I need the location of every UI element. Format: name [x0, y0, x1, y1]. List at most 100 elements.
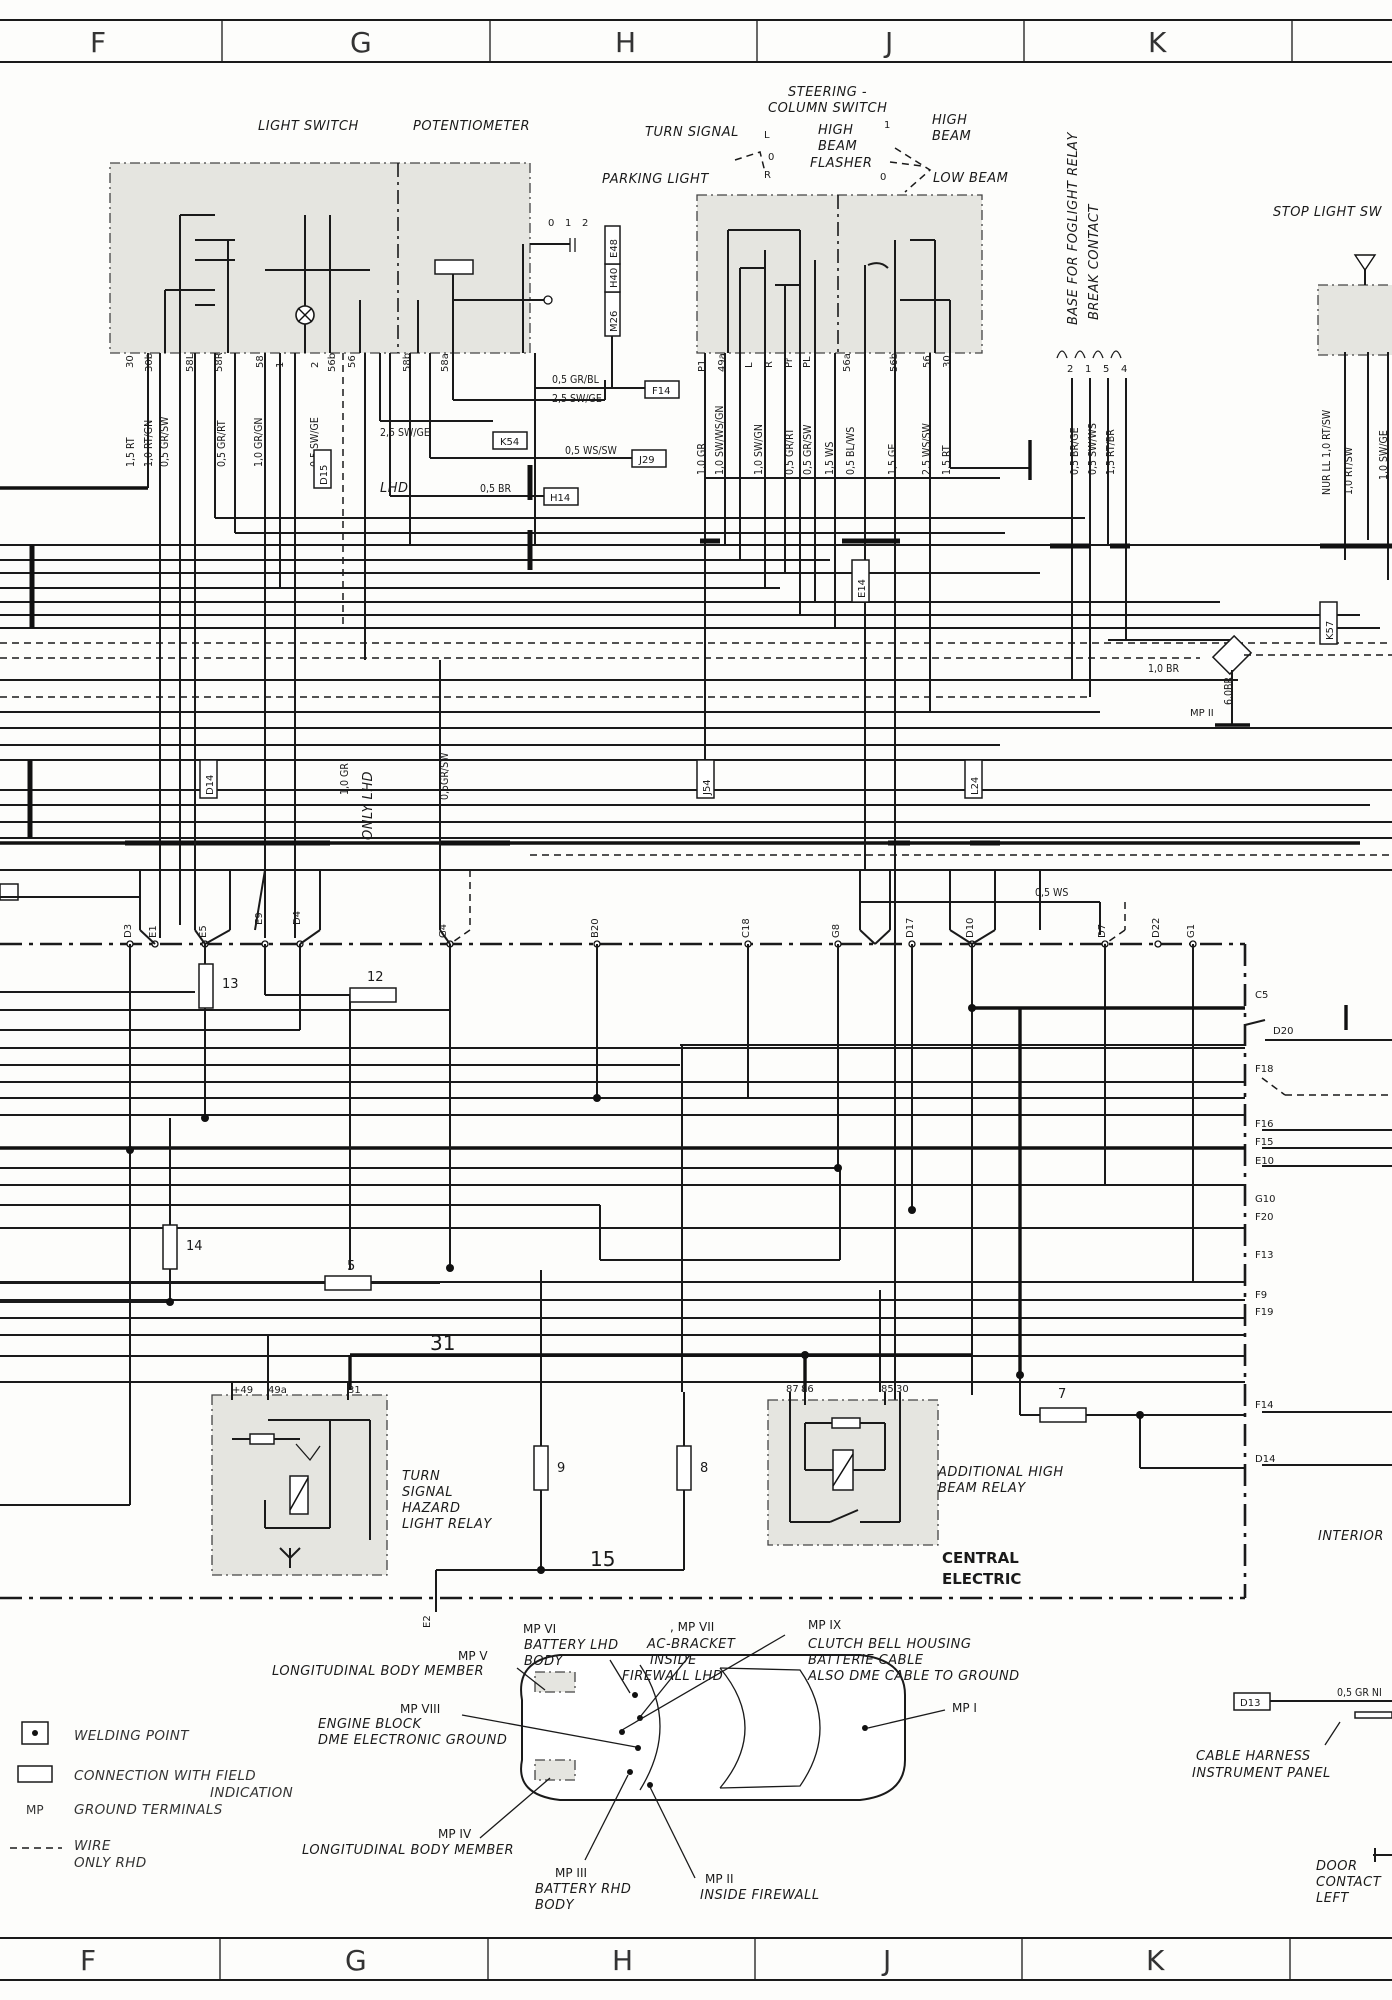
bus-15-label: 15 [590, 1547, 615, 1571]
col-g-bottom: G [345, 1944, 367, 1977]
svg-text:1,0 SW/WS/GN: 1,0 SW/WS/GN [714, 406, 726, 475]
svg-text:2: 2 [582, 218, 588, 229]
ce-right-pins: C5 D20 F18 F16 F15 E10 G10 F20 F13 F9 F1… [1255, 990, 1293, 1465]
h40-label: H40 [609, 268, 620, 288]
turn-signal-hazard-relay [211, 1335, 388, 1576]
interior-label: INTERIOR [1318, 1529, 1384, 1544]
svg-text:LEFT: LEFT [1316, 1891, 1349, 1906]
harness-top [0, 486, 1392, 900]
fuses: 13 12 14 5 9 8 7 [162, 963, 1087, 1491]
central-electric-label: CENTRAL ELECTRIC [942, 1549, 1021, 1588]
svg-text:4: 4 [1121, 364, 1127, 375]
svg-text:, MP VII: , MP VII [670, 1620, 714, 1634]
break-contact-label: BREAK CONTACT [1087, 204, 1102, 320]
svg-text:85: 85 [881, 1384, 894, 1395]
svg-text:0,5 WS/SW: 0,5 WS/SW [565, 445, 618, 457]
fuse-wires [0, 1269, 1392, 1612]
svg-text:F13: F13 [1255, 1250, 1273, 1261]
legend-wire: WIRE [74, 1838, 111, 1854]
svg-text:0,5 GR/SW: 0,5 GR/SW [159, 416, 171, 467]
svg-text:1,0 GR: 1,0 GR [696, 443, 708, 475]
ce-vertical-wires [169, 944, 1392, 1395]
svg-text:D13: D13 [1240, 1698, 1260, 1709]
svg-text:6,0BR: 6,0BR [1223, 677, 1235, 705]
svg-text:56: 56 [347, 355, 358, 368]
svg-text:58L: 58L [185, 353, 196, 372]
svg-text:G1: G1 [1186, 924, 1197, 938]
svg-text:C5: C5 [1255, 990, 1268, 1001]
flasher-label-1: HIGH [818, 123, 853, 138]
svg-text:H14: H14 [550, 493, 570, 504]
svg-text:ELECTRIC: ELECTRIC [942, 1570, 1021, 1588]
svg-text:BATTERIE CABLE: BATTERIE CABLE [808, 1653, 924, 1668]
relay1-pins: +49 49a 31 [232, 1385, 361, 1396]
svg-text:ADDITIONAL HIGH: ADDITIONAL HIGH [937, 1465, 1064, 1480]
svg-text:1,0 GR: 1,0 GR [339, 763, 351, 795]
svg-text:2,5 SW/GE: 2,5 SW/GE [380, 427, 430, 439]
ls-field-connectors: F14 K54 J29 H14 D15 [313, 380, 680, 506]
svg-text:D20: D20 [1273, 1026, 1293, 1037]
e2-label: E2 [422, 1615, 433, 1628]
flasher-label-2: BEAM [818, 139, 857, 154]
svg-text:5: 5 [1103, 364, 1109, 375]
relay2-label: ADDITIONAL HIGH BEAM RELAY [937, 1465, 1064, 1496]
svg-text:D22: D22 [1151, 918, 1162, 938]
svg-text:LONGITUDINAL BODY MEMBER: LONGITUDINAL BODY MEMBER [302, 1843, 514, 1858]
stop-wire-labels: NUR LL 1,0 RT/SW 1,0 RT/SW 1,0 SW/GE [1321, 409, 1390, 495]
svg-text:F14: F14 [1255, 1400, 1273, 1411]
mid-wire-labels: 1,0 GR ONLY LHD 0,5GR/SW 1,0 BR 6,0BR 0,… [339, 663, 1235, 899]
svg-text:E1: E1 [148, 925, 159, 938]
svg-text:D4: D4 [292, 911, 303, 925]
svg-text:BATTERY LHD: BATTERY LHD [524, 1638, 619, 1653]
door-contact-left: DOOR CONTACT LEFT [1316, 1848, 1392, 1906]
col-k-top: K [1148, 26, 1167, 59]
svg-text:56: 56 [922, 355, 933, 368]
column-headers-top: F G H J K [90, 26, 1167, 59]
svg-text:LONGITUDINAL BODY MEMBER: LONGITUDINAL BODY MEMBER [272, 1664, 484, 1679]
central-electric-box [0, 942, 1247, 1600]
svg-text:MP III: MP III [555, 1866, 587, 1880]
svg-text:14: 14 [186, 1239, 203, 1254]
fuse-12 [349, 987, 397, 1003]
fuse-5 [324, 1275, 372, 1291]
svg-text:0,5 GR NI: 0,5 GR NI [1337, 1687, 1382, 1699]
svg-text:58R: 58R [214, 352, 225, 372]
svg-text:CONTACT: CONTACT [1316, 1875, 1382, 1890]
fuse-9 [533, 1445, 549, 1491]
svg-text:0,5 BR: 0,5 BR [480, 483, 511, 495]
col-j-top: J [883, 26, 893, 59]
svg-text:LIGHT RELAY: LIGHT RELAY [402, 1517, 492, 1532]
svg-text:AC-BRACKET: AC-BRACKET [646, 1637, 736, 1652]
foglight-relay-base: 2 1 5 4 [1056, 350, 1127, 375]
turn-signal-label: TURN SIGNAL [645, 125, 739, 140]
col-g-top: G [350, 26, 372, 59]
svg-text:F19: F19 [1255, 1307, 1273, 1318]
svg-text:0,5 GR/RT: 0,5 GR/RT [784, 428, 796, 475]
svg-text:31: 31 [348, 1385, 361, 1396]
svg-text:G4: G4 [438, 924, 449, 938]
fuse-8 [676, 1445, 692, 1491]
svg-text:0: 0 [548, 218, 554, 229]
svg-text:L: L [744, 362, 755, 368]
svg-text:G10: G10 [1255, 1194, 1275, 1205]
svg-text:F16: F16 [1255, 1119, 1273, 1130]
steering-column-label-2: COLUMN SWITCH [768, 101, 887, 116]
svg-text:BEAM RELAY: BEAM RELAY [938, 1481, 1026, 1496]
ls-wire-labels: 1,5 RT 1,0 RT/GN 0,5 GR/SW 0,5 GR/RT 1,0… [125, 374, 618, 496]
bus-15: 15 [590, 1547, 615, 1571]
svg-text:0,5 WS: 0,5 WS [1035, 887, 1068, 899]
svg-text:58: 58 [255, 355, 266, 368]
col-f-top: F [90, 26, 106, 59]
frame [0, 19, 1392, 1981]
svg-text:ENGINE BLOCK: ENGINE BLOCK [318, 1717, 422, 1732]
svg-text:9: 9 [557, 1461, 565, 1476]
flasher-label-3: FLASHER [810, 156, 872, 171]
svg-text:E9: E9 [254, 912, 265, 925]
svg-text:0,5 BL/WS: 0,5 BL/WS [845, 427, 857, 475]
col-h-bottom: H [612, 1944, 633, 1977]
mp-ii-small-label: MP II [1190, 708, 1214, 719]
svg-text:1,5 GE: 1,5 GE [887, 444, 899, 475]
svg-text:86: 86 [801, 1384, 814, 1395]
splice-node [1211, 634, 1392, 727]
